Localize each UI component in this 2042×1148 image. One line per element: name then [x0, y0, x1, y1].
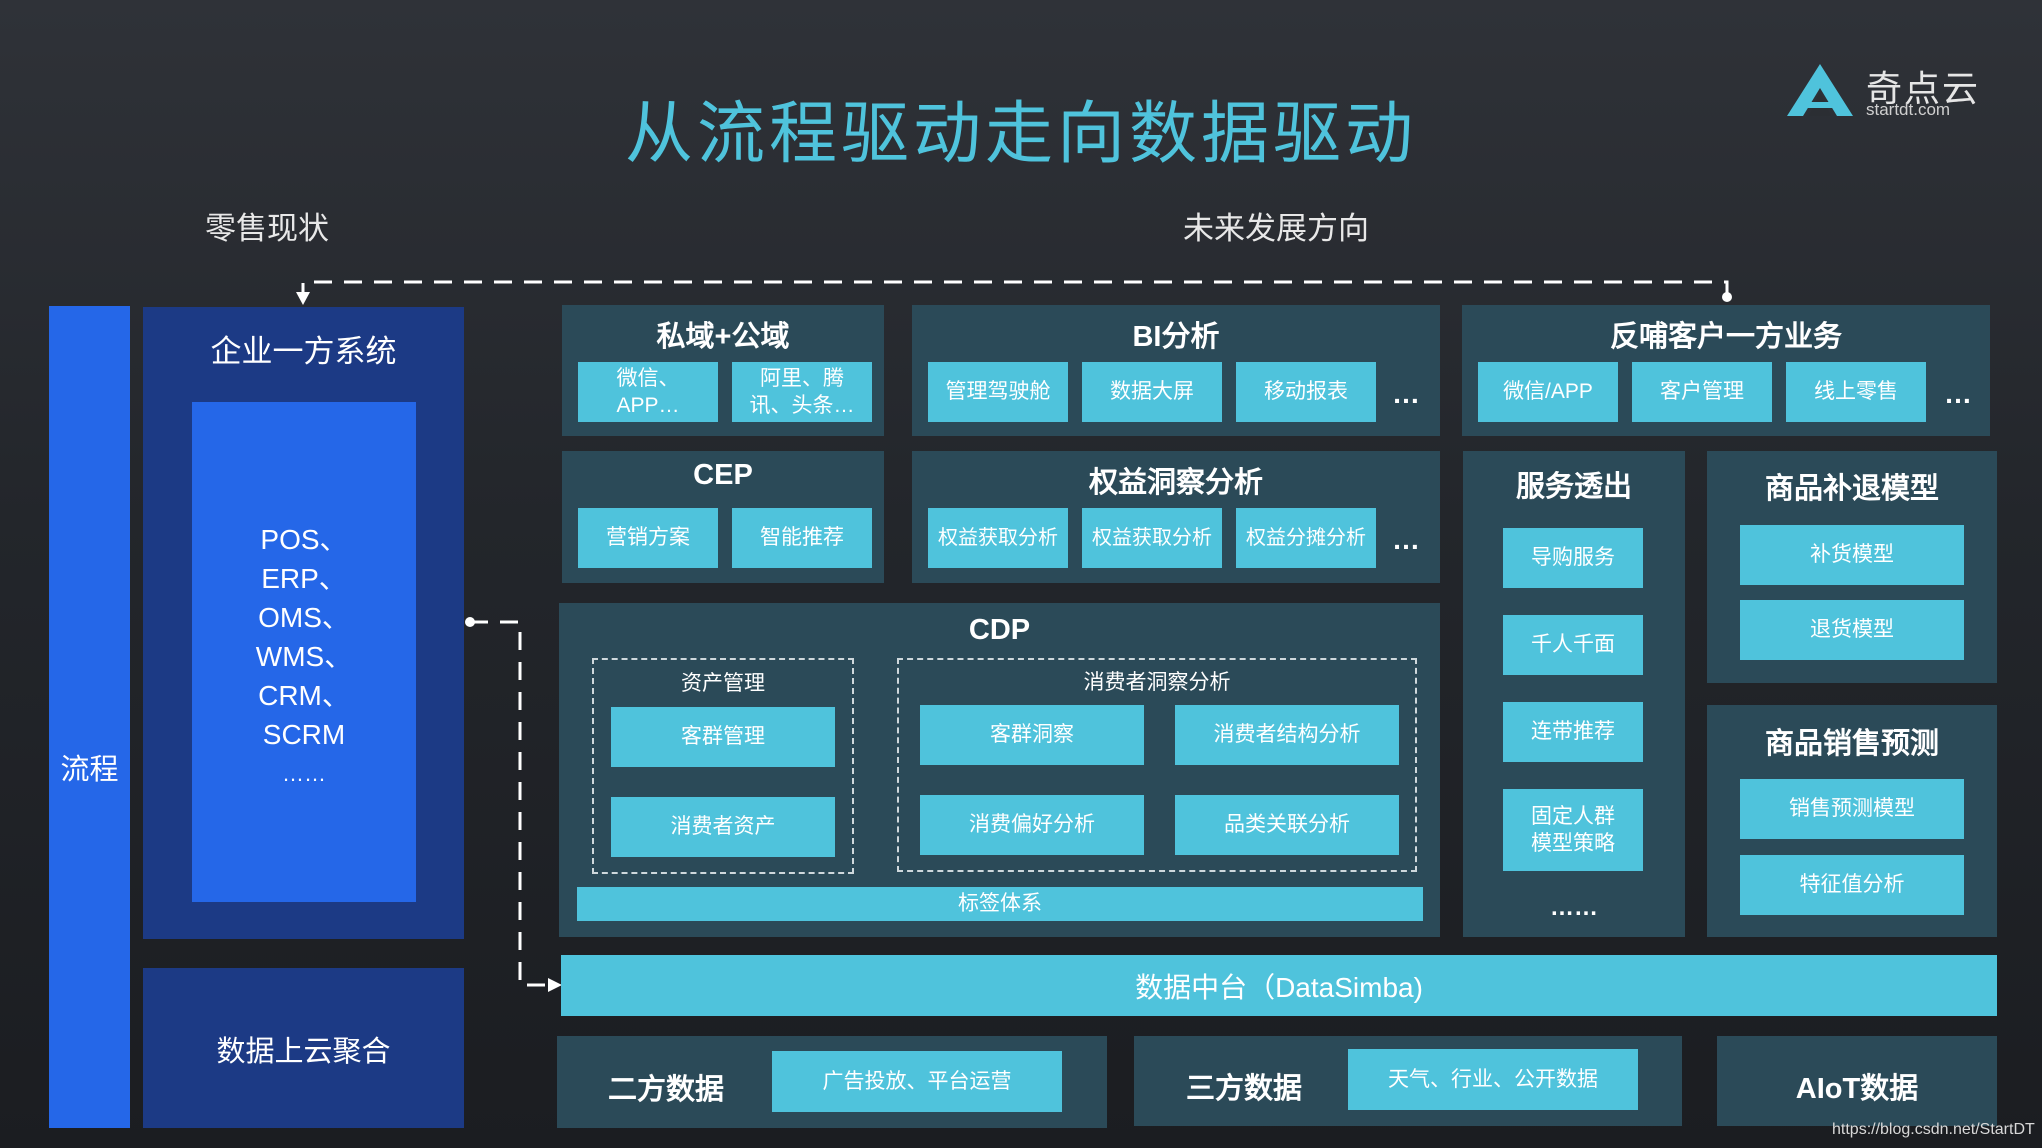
system-item: OMS、 [258, 602, 350, 633]
asset-management-title: 资产管理 [681, 672, 765, 695]
bi-chip-mobile-report: 移动报表 [1236, 362, 1376, 422]
systems-list: POS、 ERP、 OMS、 WMS、 CRM、 SCRM …… [192, 520, 416, 793]
insight-chip-category: 品类关联分析 [1175, 795, 1399, 855]
feedback-title: 反哺客户一方业务 [1609, 321, 1842, 353]
startdt-logo-icon [1787, 64, 1853, 116]
channel-chip-wechat: 微信、 APP… [578, 362, 718, 422]
feedback-chip-wechat-app: 微信/APP [1478, 362, 1618, 422]
service-more: …… [1550, 894, 1598, 921]
service-chip-fixed-group: 固定人群 模型策略 [1503, 789, 1643, 871]
private-domain-title: 私域+公域 [656, 321, 790, 353]
feedback-more: … [1944, 378, 1972, 409]
bi-title: BI分析 [1132, 321, 1220, 353]
system-item: …… [282, 761, 326, 786]
bi-chip-bigscreen: 数据大屏 [1082, 362, 1222, 422]
rights-chip-3: 权益分摊分析 [1236, 508, 1376, 568]
service-chip-personalized: 千人千面 [1503, 615, 1643, 675]
asset-chip-group: 客群管理 [611, 707, 835, 767]
service-title: 服务透出 [1515, 471, 1632, 503]
bi-more: … [1392, 378, 1420, 409]
forecast-chip-feature: 特征值分析 [1740, 855, 1964, 915]
replenish-title: 商品补退模型 [1764, 473, 1939, 505]
third-party-label: 三方数据 [1186, 1073, 1303, 1105]
second-party-chip: 广告投放、平台运营 [772, 1051, 1062, 1112]
flow-label: 流程 [60, 754, 119, 786]
logo-cn-text: 奇点云 [1866, 68, 1981, 109]
replenish-chip: 补货模型 [1740, 525, 1964, 585]
page-title: 从流程驱动走向数据驱动 [624, 96, 1417, 172]
return-chip: 退货模型 [1740, 600, 1964, 660]
aiot-label: AIoT数据 [1795, 1073, 1919, 1105]
rights-chip-2: 权益获取分析 [1082, 508, 1222, 568]
cep-chip-marketing: 营销方案 [578, 508, 718, 568]
bi-chip-cockpit: 管理驾驶舱 [928, 362, 1068, 422]
feedback-chip-customer: 客户管理 [1632, 362, 1772, 422]
system-item: CRM、 [258, 680, 350, 711]
cloud-aggregation-label: 数据上云聚合 [216, 1036, 391, 1068]
insight-chip-structure: 消费者结构分析 [1175, 705, 1399, 765]
service-chip-guide: 导购服务 [1503, 528, 1643, 588]
channel-chip-ali: 阿里、腾 讯、头条… [732, 362, 872, 422]
cloud-aggregation-panel [143, 968, 464, 1128]
third-party-chip: 天气、行业、公开数据 [1348, 1049, 1638, 1110]
cep-chip-recommend: 智能推荐 [732, 508, 872, 568]
flow-bar [49, 306, 130, 1128]
system-item: WMS、 [255, 641, 353, 672]
asset-management-box [592, 658, 854, 874]
consumer-insight-box [897, 658, 1417, 872]
watermark: https://blog.csdn.net/StartDT [1832, 1121, 2035, 1138]
system-item: ERP、 [261, 563, 347, 594]
logo-en-text: startdt.com [1866, 100, 1951, 119]
asset-chip-consumer: 消费者资产 [611, 797, 835, 857]
service-chip-bundle: 连带推荐 [1503, 702, 1643, 762]
feedback-chip-online-retail: 线上零售 [1786, 362, 1926, 422]
forecast-chip-model: 销售预测模型 [1740, 779, 1964, 839]
current-label: 零售现状 [205, 211, 329, 246]
cep-title: CEP [693, 459, 753, 491]
data-middle-platform-bar: 数据中台（DataSimba) [561, 955, 1997, 1016]
system-item: SCRM [262, 719, 346, 750]
future-label: 未来发展方向 [1183, 211, 1369, 246]
tag-system-bar: 标签体系 [577, 887, 1423, 921]
rights-chip-1: 权益获取分析 [928, 508, 1068, 568]
insight-chip-preference: 消费偏好分析 [920, 795, 1144, 855]
second-party-label: 二方数据 [608, 1074, 725, 1106]
system-item: POS、 [260, 524, 348, 555]
rights-insight-title: 权益洞察分析 [1088, 467, 1263, 499]
cdp-title: CDP [968, 614, 1031, 646]
rights-more: … [1392, 524, 1420, 555]
aiot-panel [1717, 1036, 1997, 1126]
forecast-title: 商品销售预测 [1764, 728, 1939, 760]
insight-chip-group: 客群洞察 [920, 705, 1144, 765]
enterprise-system-title: 企业一方系统 [210, 334, 397, 369]
consumer-insight-title: 消费者洞察分析 [1083, 671, 1231, 694]
systems-box [192, 402, 416, 902]
